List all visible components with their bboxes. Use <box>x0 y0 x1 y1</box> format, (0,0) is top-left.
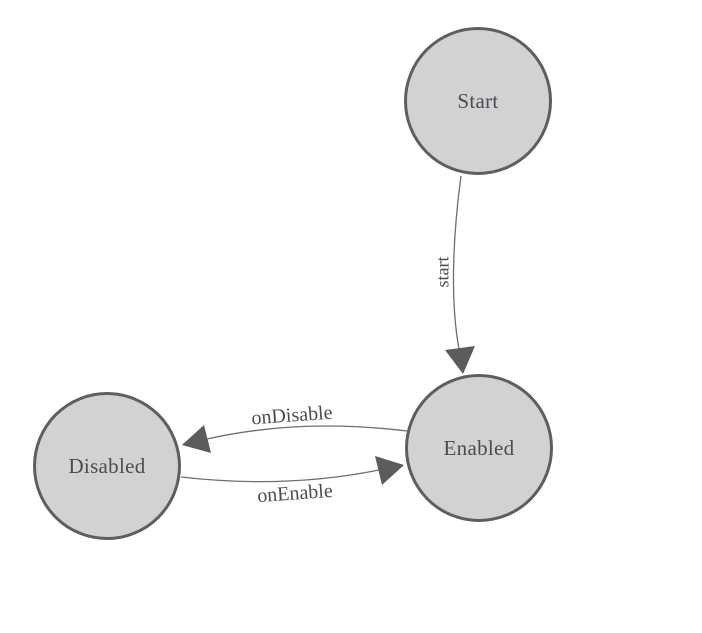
edge-start-to-enabled <box>452 175 462 350</box>
arrowhead-start-to-enabled <box>445 346 475 374</box>
node-disabled-label: Disabled <box>68 453 146 478</box>
node-enabled-label: Enabled <box>443 435 515 460</box>
edge-label-start: start <box>432 256 453 288</box>
edge-enabled-to-disabled <box>206 425 408 440</box>
arrowhead-disabled-to-enabled <box>375 456 404 485</box>
arrowhead-enabled-to-disabled <box>182 425 211 453</box>
node-enabled[interactable]: Enabled <box>405 374 553 522</box>
node-start[interactable]: Start <box>404 27 552 175</box>
node-start-label: Start <box>457 88 499 113</box>
edge-disabled-to-enabled <box>180 469 380 483</box>
node-disabled[interactable]: Disabled <box>33 392 181 540</box>
